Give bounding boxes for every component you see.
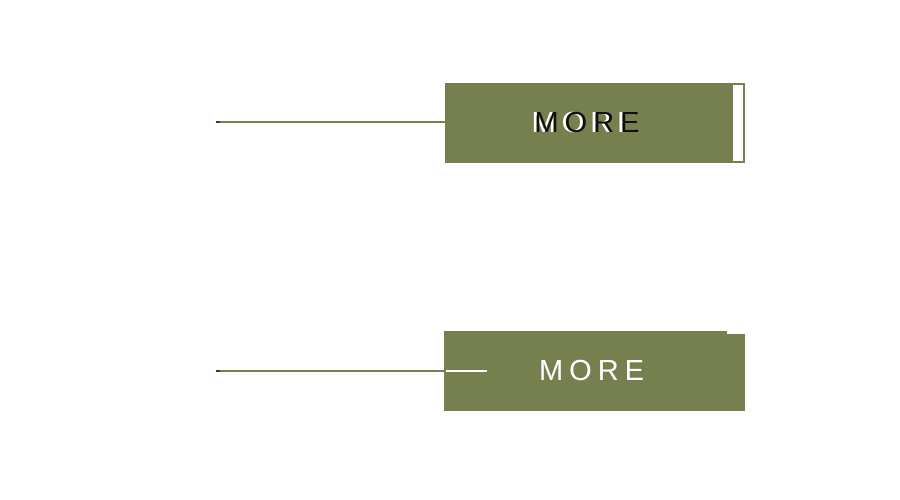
more-button-top-label-group: MORE MORE <box>531 106 646 139</box>
more-button-bottom-notch <box>727 331 745 334</box>
more-button-bottom[interactable]: MORE <box>444 331 745 411</box>
leader-rule-bottom-white-segment <box>446 370 487 372</box>
leader-rule-top-cap <box>216 121 220 123</box>
leader-rule-bottom-cap <box>216 370 220 372</box>
leader-rule-bottom <box>216 370 444 372</box>
more-button-top[interactable]: MORE MORE <box>445 83 745 163</box>
more-button-top-fill: MORE MORE <box>447 85 733 161</box>
more-button-top-label: MORE <box>534 106 646 139</box>
leader-rule-top <box>216 121 445 123</box>
more-button-top-label-highlight: MORE <box>531 106 643 139</box>
more-button-bottom-label: MORE <box>539 354 650 387</box>
